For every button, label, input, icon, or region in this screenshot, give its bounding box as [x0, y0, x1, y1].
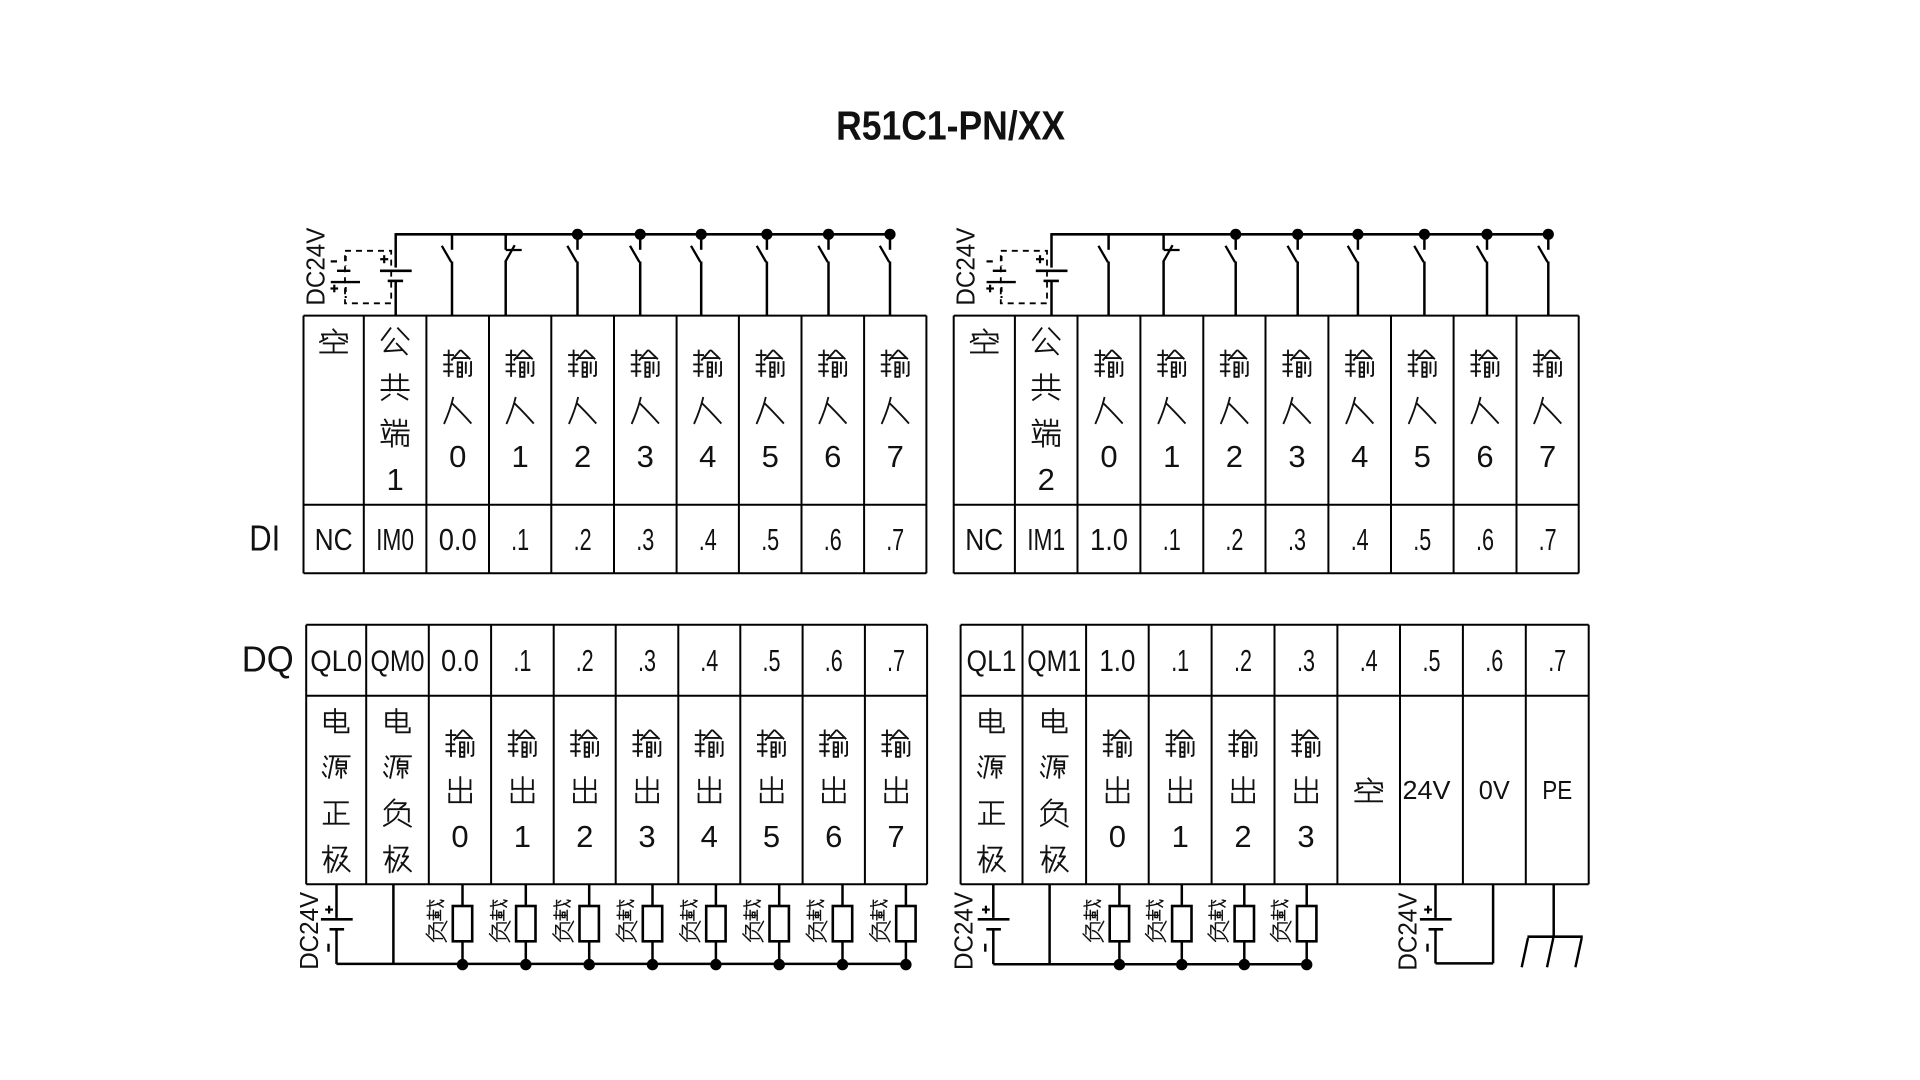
- svg-text:3: 3: [1297, 819, 1314, 854]
- svg-text:0: 0: [1109, 819, 1126, 854]
- svg-text:.5: .5: [1423, 643, 1441, 678]
- svg-text:.6: .6: [1476, 522, 1494, 557]
- svg-text:.4: .4: [1360, 643, 1378, 678]
- svg-text:7: 7: [887, 819, 904, 854]
- svg-text:.3: .3: [638, 643, 656, 678]
- svg-text:.7: .7: [1539, 522, 1557, 557]
- svg-text:.5: .5: [1413, 522, 1431, 557]
- svg-text:DC24V: DC24V: [951, 227, 981, 306]
- svg-text:24V: 24V: [1403, 775, 1452, 805]
- svg-text:0V: 0V: [1479, 775, 1511, 805]
- svg-text:3: 3: [638, 819, 655, 854]
- svg-text:NC: NC: [315, 522, 353, 557]
- svg-text:3: 3: [637, 439, 654, 474]
- svg-text:.3: .3: [1297, 643, 1315, 678]
- svg-text:IM1: IM1: [1027, 522, 1065, 557]
- svg-text:6: 6: [1476, 439, 1493, 474]
- svg-text:2: 2: [574, 439, 591, 474]
- svg-text:DC24V: DC24V: [949, 891, 979, 970]
- svg-text:7: 7: [1539, 439, 1556, 474]
- svg-text:IM0: IM0: [376, 522, 414, 557]
- svg-text:3: 3: [1288, 439, 1305, 474]
- svg-text:0.0: 0.0: [439, 522, 477, 557]
- svg-text:0: 0: [451, 819, 468, 854]
- svg-text:1.0: 1.0: [1090, 522, 1128, 557]
- svg-text:1.0: 1.0: [1099, 643, 1135, 678]
- svg-text:.6: .6: [825, 643, 843, 678]
- svg-text:2: 2: [1234, 819, 1251, 854]
- svg-text:1: 1: [511, 439, 528, 474]
- svg-text:DC24V: DC24V: [1393, 892, 1423, 971]
- svg-text:2: 2: [576, 819, 593, 854]
- svg-text:QL1: QL1: [967, 645, 1017, 678]
- svg-text:1: 1: [386, 462, 403, 497]
- svg-text:4: 4: [701, 819, 718, 854]
- svg-text:.1: .1: [513, 643, 531, 678]
- svg-text:1: 1: [1163, 439, 1180, 474]
- svg-text:5: 5: [762, 439, 779, 474]
- svg-text:.7: .7: [1548, 643, 1566, 678]
- svg-text:NC: NC: [965, 522, 1003, 557]
- svg-text:.7: .7: [886, 522, 904, 557]
- svg-text:6: 6: [824, 439, 841, 474]
- svg-text:QM0: QM0: [371, 645, 425, 678]
- svg-text:0.0: 0.0: [441, 643, 479, 678]
- svg-text:4: 4: [1351, 439, 1368, 474]
- svg-text:1: 1: [514, 819, 531, 854]
- svg-text:PE: PE: [1542, 775, 1572, 805]
- svg-text:QL0: QL0: [310, 645, 362, 678]
- svg-text:.6: .6: [824, 522, 842, 557]
- svg-text:5: 5: [1414, 439, 1431, 474]
- svg-text:.1: .1: [1171, 643, 1189, 678]
- svg-text:DC24V: DC24V: [300, 227, 330, 306]
- svg-text:.4: .4: [1351, 522, 1369, 557]
- svg-text:DC24V: DC24V: [294, 891, 324, 970]
- svg-text:DQ: DQ: [242, 639, 294, 680]
- svg-text:4: 4: [699, 439, 716, 474]
- svg-text:.2: .2: [574, 522, 592, 557]
- svg-text:2: 2: [1038, 462, 1055, 497]
- svg-text:.2: .2: [1225, 522, 1243, 557]
- svg-text:QM1: QM1: [1027, 645, 1081, 678]
- svg-text:.4: .4: [699, 522, 717, 557]
- svg-text:.3: .3: [1288, 522, 1306, 557]
- svg-text:0: 0: [449, 439, 466, 474]
- svg-text:5: 5: [763, 819, 780, 854]
- svg-text:2: 2: [1226, 439, 1243, 474]
- svg-text:1: 1: [1172, 819, 1189, 854]
- svg-text:.5: .5: [763, 643, 781, 678]
- svg-text:DI: DI: [249, 518, 280, 559]
- svg-text:.2: .2: [1234, 643, 1252, 678]
- svg-text:.7: .7: [887, 643, 905, 678]
- svg-text:.3: .3: [636, 522, 654, 557]
- svg-text:.6: .6: [1485, 643, 1503, 678]
- svg-text:R51C1-PN/XX: R51C1-PN/XX: [836, 103, 1065, 149]
- svg-text:.4: .4: [700, 643, 718, 678]
- svg-text:0: 0: [1100, 439, 1117, 474]
- svg-text:.2: .2: [576, 643, 594, 678]
- svg-text:7: 7: [887, 439, 904, 474]
- svg-text:.1: .1: [1163, 522, 1181, 557]
- svg-text:.5: .5: [761, 522, 779, 557]
- svg-text:.1: .1: [511, 522, 529, 557]
- svg-text:6: 6: [825, 819, 842, 854]
